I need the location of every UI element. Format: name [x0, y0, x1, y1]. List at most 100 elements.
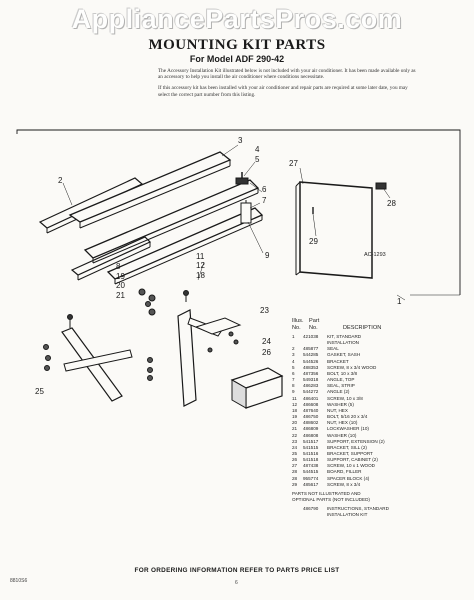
callout-29: 29	[309, 237, 318, 246]
parts-cell-desc: LOCKWASHER (10)	[327, 426, 369, 432]
callout-8: 8	[116, 262, 121, 271]
parts-cell-pn: 486283	[303, 383, 319, 389]
parts-cell-no: 11	[292, 395, 297, 401]
parts-cell-desc: BRACKET, SUPPORT	[327, 450, 373, 456]
header-part: Part	[309, 318, 320, 324]
parts-note-line-2: OPTIONAL PARTS (NOT INCLUDED)	[292, 496, 370, 502]
parts-cell-no	[292, 512, 303, 518]
callout-11: 11	[196, 252, 205, 261]
callout-12: 12	[196, 261, 205, 270]
parts-cell-desc: BOARD, FILLER	[327, 469, 362, 475]
callout-28: 28	[387, 199, 396, 208]
watermark: AppliancePartsPros.com	[71, 4, 403, 34]
intro-text: The Accessory Installation Kit illustrat…	[158, 68, 420, 103]
callout-2: 2	[58, 176, 63, 185]
document-code: 8810S6	[10, 578, 28, 584]
callout-7: 7	[262, 196, 267, 205]
callout-27: 27	[289, 159, 298, 168]
parts-cell-no: 28	[292, 475, 298, 481]
header-no: No.	[292, 324, 301, 331]
callout-labels: 2 3 4 5 6 7 8 9 11 12 18 19 20 21 23 24 …	[35, 136, 402, 396]
page-subtitle: For Model ADF 290-42	[189, 54, 285, 64]
parts-cell-desc: NUT, HEX	[327, 407, 348, 413]
leader-lines	[62, 144, 406, 301]
parts-cell-pn	[303, 512, 327, 518]
parts-cell-pn: 487438	[303, 463, 319, 469]
header-description: DESCRIPTION	[343, 324, 382, 331]
parts-cell-pn: 488602	[303, 420, 319, 426]
parts-cell-pn: 955774	[303, 475, 319, 481]
parts-cell-no: 1	[292, 334, 295, 339]
parts-cell-desc: SUPPORT, CABINET (2)	[327, 457, 378, 463]
parts-cell-pn: 541517	[303, 438, 319, 444]
parts-cell-no: 20	[292, 420, 298, 426]
parts-cell-no: 27	[292, 463, 298, 469]
callout-20a: 20	[116, 281, 125, 290]
parts-cell-no: 6	[292, 370, 295, 376]
parts-cell-pn: 486809	[303, 426, 319, 432]
parts-cell-pn: 541516	[303, 450, 319, 456]
header-illus: Illus.	[292, 318, 304, 324]
parts-cell-desc: SUPPORT, EXTENSION (2)	[327, 438, 385, 444]
parts-cell-no: 12	[292, 401, 298, 407]
parts-cell-desc: KIT, STANDARD	[327, 334, 362, 339]
parts-list-header: Illus. Part No. No. DESCRIPTION	[292, 318, 440, 331]
parts-cell-no: 18	[292, 407, 298, 413]
part-filler-board	[295, 181, 387, 279]
parts-cell-desc: SEAL, STRIP	[327, 383, 355, 389]
parts-cell-desc: WASHER (10)	[327, 432, 357, 438]
parts-cell-no: 2	[292, 346, 295, 352]
intro-paragraph-1: The Accessory Installation Kit illustrat…	[158, 68, 416, 81]
parts-cell-desc: INSTALLATION	[327, 340, 359, 346]
parts-cell-no: 28	[292, 469, 298, 475]
callout-5: 5	[255, 155, 260, 164]
parts-note-line-1: PARTS NOT ILLUSTRATED AND	[292, 490, 361, 496]
parts-cell-desc: SCREW, 10 x 1 WOOD	[327, 463, 375, 469]
callout-9: 9	[265, 251, 270, 260]
callout-24: 24	[262, 337, 271, 346]
parts-cell-pn: 541515	[303, 444, 319, 450]
parts-row: 25 541516 BRACKET, SUPPORT	[292, 451, 440, 457]
parts-cell-pn: 485617	[303, 481, 319, 487]
ordering-footer: FOR ORDERING INFORMATION REFER TO PARTS …	[134, 567, 340, 574]
parts-cell-pn: 544285	[303, 352, 319, 358]
parts-cell-no: 8	[292, 383, 295, 389]
parts-cell-pn: 541518	[303, 457, 319, 463]
diagram-ref: AC-1293	[364, 252, 386, 258]
parts-cell-desc: BRACKET	[327, 358, 349, 364]
parts-cell-no: 25	[292, 450, 298, 456]
frame-line	[16, 129, 461, 295]
parts-cell-desc: WASHER (5)	[327, 401, 354, 407]
parts-cell-pn: 486608	[303, 401, 319, 407]
parts-cell-pn: 544515	[303, 469, 319, 475]
part-top-angle	[68, 151, 264, 285]
parts-cell-desc: BOLT, 10 x 3/8	[327, 370, 358, 376]
callout-21a: 21	[116, 291, 125, 300]
parts-cell-no: 23	[292, 438, 298, 444]
parts-cell-desc: BOLT, 5/16 20 x 3/4	[327, 414, 368, 420]
parts-cell-pn: 485877	[303, 346, 319, 352]
parts-row: INSTALLATION KIT	[292, 512, 440, 518]
part-left-support	[43, 314, 153, 402]
parts-note: PARTS NOT ILLUSTRATED AND OPTIONAL PARTS…	[292, 491, 440, 503]
parts-cell-desc: ANGLE, TOP	[327, 377, 355, 383]
callout-1: 1	[397, 297, 402, 306]
parts-cell-desc: SCREW, 8 x 3/4	[327, 481, 361, 487]
